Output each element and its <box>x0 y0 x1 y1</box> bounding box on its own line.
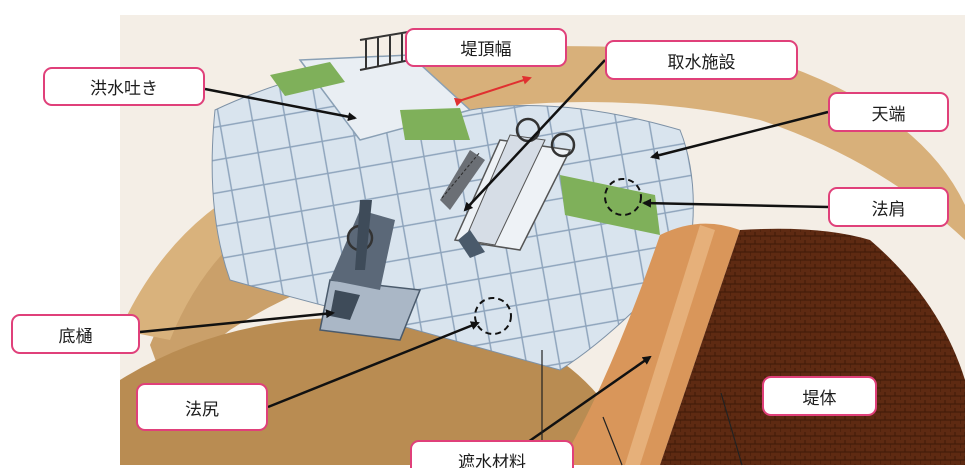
toe-arrow <box>267 321 480 409</box>
label-bottom-outlet: 底樋 <box>11 314 140 354</box>
bottom-outlet-arrow <box>139 309 335 334</box>
label-impervious: 遮水材料 <box>410 440 574 468</box>
crest-width-arrow <box>453 75 532 107</box>
impervious-edge <box>625 225 715 465</box>
label-crest-width: 堤頂幅 <box>405 28 567 67</box>
label-crest: 天端 <box>828 92 949 132</box>
shoulder-marker-circle <box>604 178 642 216</box>
intake-tower <box>453 117 576 258</box>
label-toe: 法尻 <box>136 383 268 431</box>
green-strip-shoulder <box>560 175 660 235</box>
label-embankment: 堤体 <box>762 376 877 416</box>
spillway-arrow <box>204 87 357 122</box>
green-strip-crest <box>400 108 470 140</box>
lower-leader-line-2 <box>720 392 743 466</box>
green-strip-left <box>270 62 345 96</box>
intake-arrow <box>463 59 606 212</box>
stairway <box>440 150 485 210</box>
bottom-outlet-structure <box>319 200 422 341</box>
crest-arrow <box>650 110 829 160</box>
toe-marker-circle <box>474 297 512 335</box>
label-intake: 取水施設 <box>605 40 798 80</box>
embankment-section <box>660 228 965 465</box>
lower-leader-line-1 <box>602 416 623 466</box>
shoulder-arrow <box>642 198 829 209</box>
crest-surface <box>410 46 965 240</box>
label-shoulder: 法肩 <box>828 187 949 227</box>
label-spillway: 洪水吐き <box>43 67 205 106</box>
impervious-arrow <box>527 355 652 444</box>
